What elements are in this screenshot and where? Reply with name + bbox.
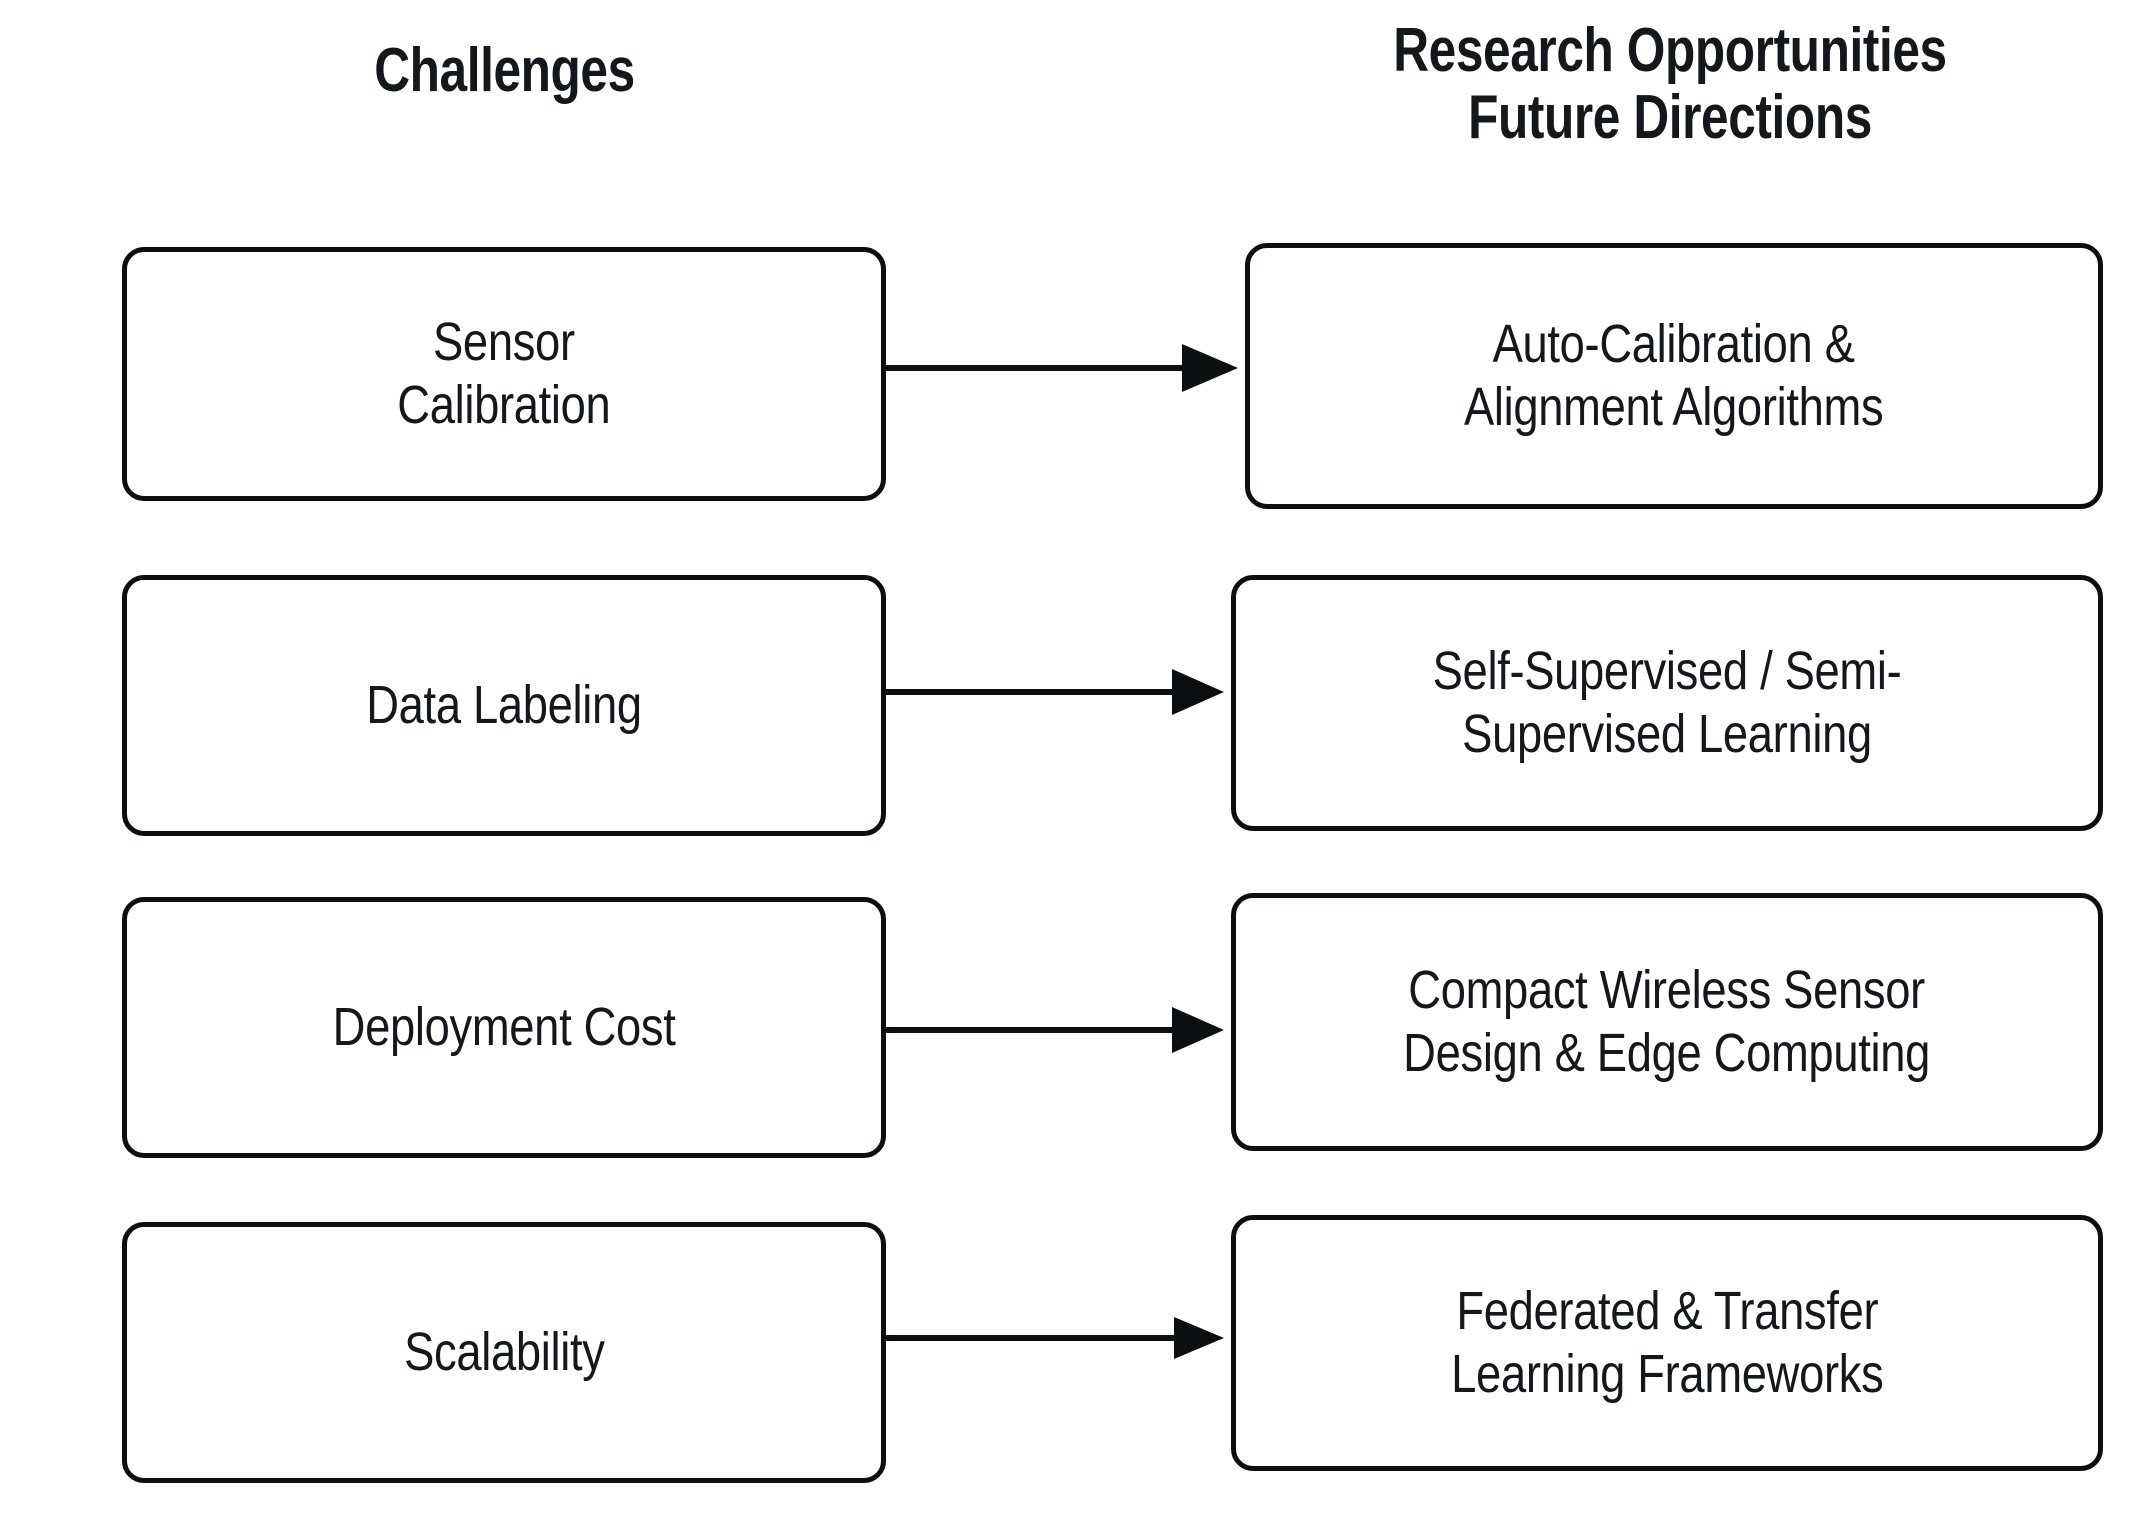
arrow-deployment-cost-to-compact-wireless [886, 1007, 1224, 1053]
challenge-node-deployment-cost[interactable]: Deployment Cost [122, 897, 886, 1158]
node-label: Auto-Calibration & Alignment Algorithms [1464, 314, 1884, 437]
node-label: Self-Supervised / Semi- Supervised Learn… [1432, 641, 1902, 764]
node-label: Scalability [403, 1322, 605, 1383]
node-label: Compact Wireless Sensor Design & Edge Co… [1403, 960, 1931, 1083]
arrow-sensor-calibration-to-auto-calibration [886, 344, 1238, 392]
column-header-research-opportunities: Research Opportunities Future Directions [1393, 16, 1947, 152]
node-label: Deployment Cost [332, 997, 676, 1058]
challenge-node-scalability[interactable]: Scalability [122, 1222, 886, 1483]
opportunity-node-auto-calibration[interactable]: Auto-Calibration & Alignment Algorithms [1245, 243, 2103, 509]
opportunity-node-federated-transfer-learning[interactable]: Federated & Transfer Learning Frameworks [1231, 1215, 2103, 1471]
challenge-node-data-labeling[interactable]: Data Labeling [122, 575, 886, 836]
arrow-scalability-to-federated-transfer [886, 1317, 1224, 1359]
challenge-node-sensor-calibration[interactable]: Sensor Calibration [122, 247, 886, 501]
node-label: Federated & Transfer Learning Frameworks [1450, 1281, 1884, 1404]
node-label: Sensor Calibration [397, 312, 611, 435]
column-header-challenges: Challenges [374, 36, 635, 105]
opportunity-node-compact-wireless-sensor[interactable]: Compact Wireless Sensor Design & Edge Co… [1231, 893, 2103, 1151]
arrow-data-labeling-to-self-supervised [886, 669, 1224, 715]
opportunity-node-self-supervised-learning[interactable]: Self-Supervised / Semi- Supervised Learn… [1231, 575, 2103, 831]
node-label: Data Labeling [366, 675, 642, 736]
